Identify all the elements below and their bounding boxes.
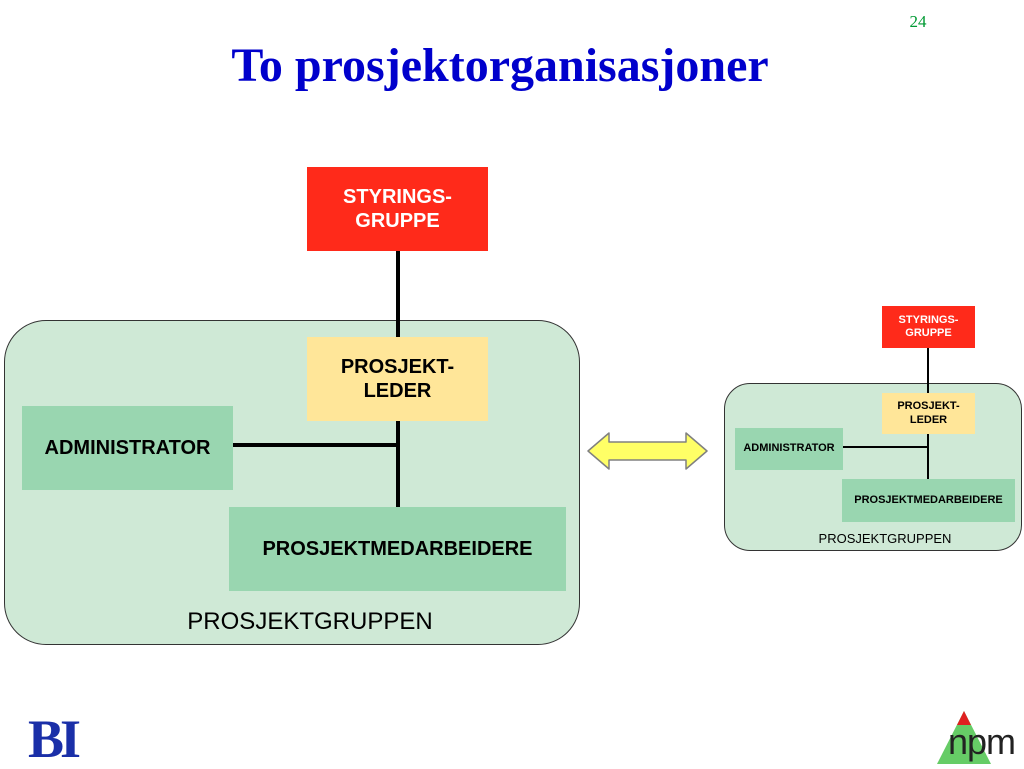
- double-arrow-icon: [587, 432, 708, 470]
- connector-line: [396, 420, 400, 508]
- steering-group-box: STYRINGS- GRUPPE: [307, 167, 488, 251]
- project-leader-box: PROSJEKT- LEDER: [307, 337, 488, 421]
- administrator-box: ADMINISTRATOR: [735, 428, 843, 470]
- connector-line: [842, 446, 929, 448]
- project-group-label: PROSJEKTGRUPPEN: [187, 608, 433, 635]
- project-group-label: PROSJEKTGRUPPEN: [818, 531, 952, 546]
- page-number: 24: [909, 12, 927, 31]
- project-members-box: PROSJEKTMEDARBEIDERE: [842, 479, 1015, 522]
- project-members-box: PROSJEKTMEDARBEIDERE: [229, 507, 566, 591]
- project-leader-box: PROSJEKT- LEDER: [882, 393, 975, 434]
- connector-line: [927, 346, 929, 394]
- administrator-box: ADMINISTRATOR: [22, 406, 233, 490]
- connector-line: [232, 443, 400, 447]
- npm-logo: npm: [948, 721, 1016, 762]
- steering-group-box: STYRINGS- GRUPPE: [882, 306, 975, 348]
- npm-logo-triangle-icon: [937, 711, 991, 764]
- connector-line: [927, 432, 929, 480]
- slide-title: To prosjektorganisasjoner: [231, 39, 769, 92]
- connector-line: [396, 250, 400, 338]
- bi-logo: BI: [28, 709, 81, 769]
